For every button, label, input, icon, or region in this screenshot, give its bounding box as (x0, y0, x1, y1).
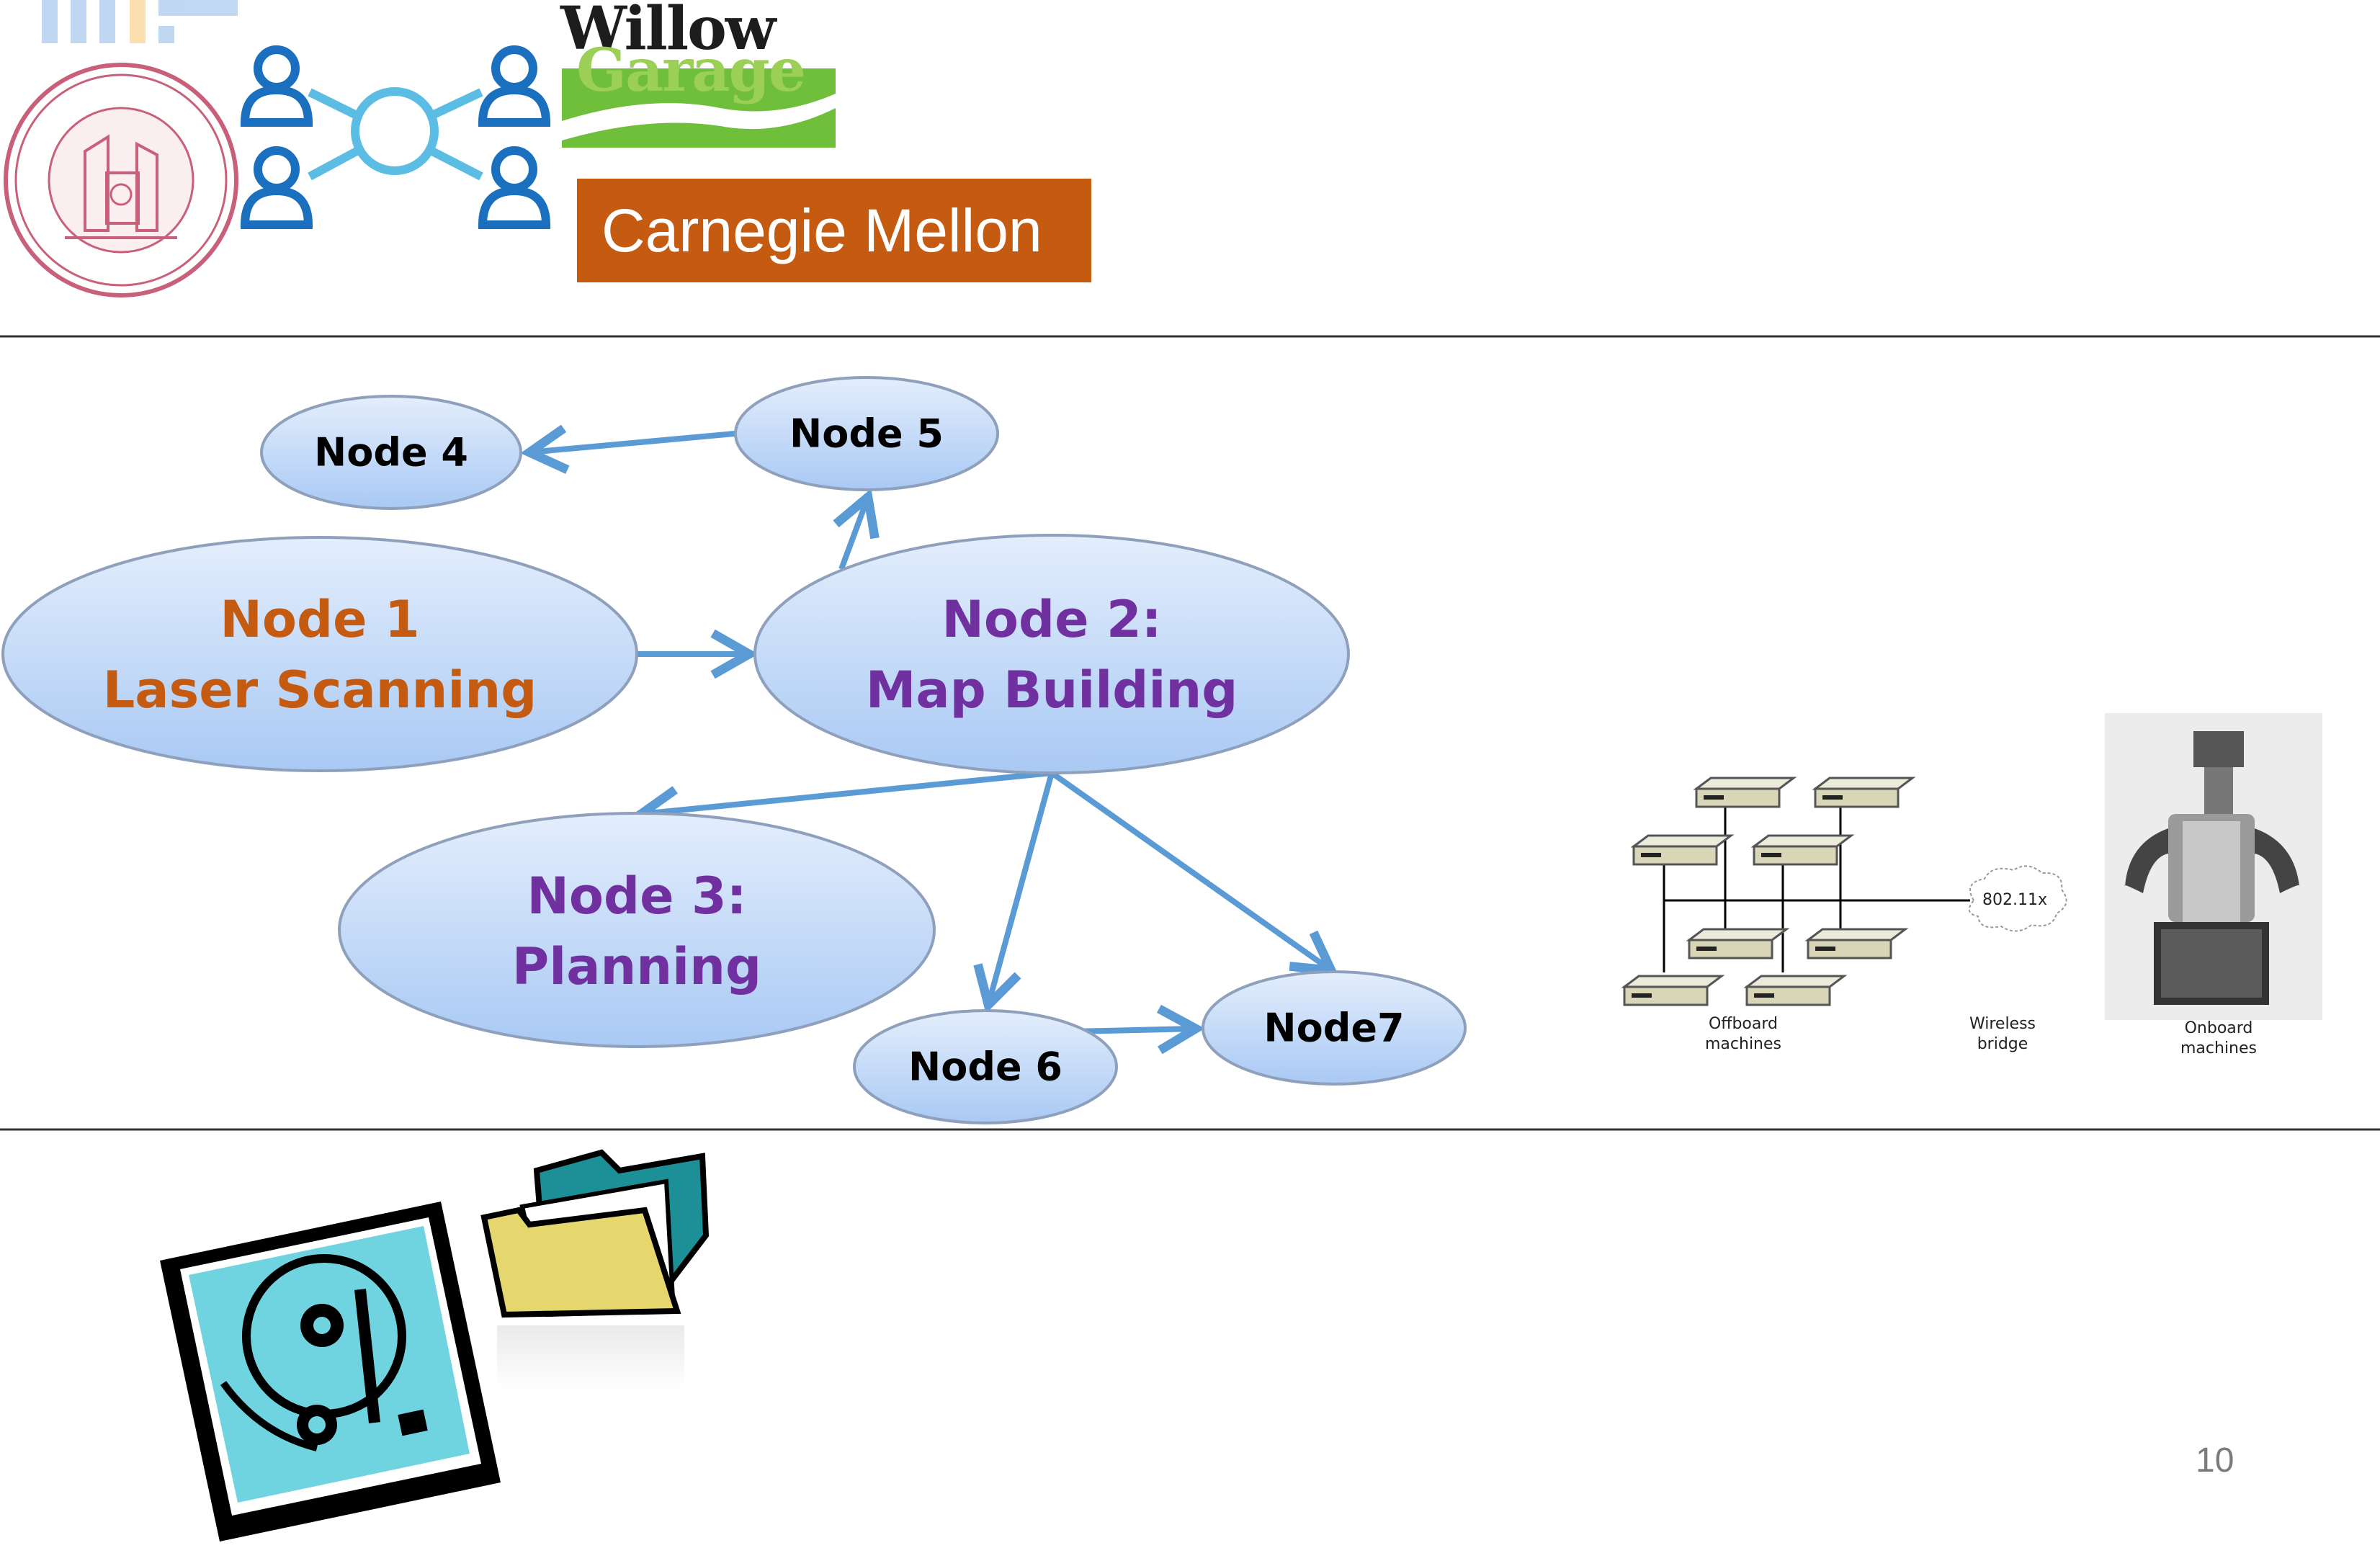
wireless-label-line2: bridge (1977, 1035, 2028, 1053)
server-icon (1630, 834, 1735, 866)
node1-ellipse (1, 536, 638, 772)
node6-ellipse (853, 1009, 1118, 1124)
onboard-label-line2: machines (2180, 1039, 2258, 1057)
network-diagram (1621, 777, 2067, 1006)
willow-logo-line2: Garage (576, 36, 806, 105)
edge-node2-node5 (833, 488, 880, 571)
diagram-nodes (1, 376, 1467, 1124)
node3-label-line1: Node 3: (527, 867, 747, 926)
server-icon (1621, 975, 1725, 1006)
page-number: 10 (2196, 1441, 2234, 1480)
server-icons (1621, 777, 1916, 1006)
offboard-label-line1: Offboard (1708, 1015, 1779, 1033)
hard-drive-icon (160, 1202, 501, 1542)
server-icon (1686, 928, 1790, 959)
server-icon (1693, 777, 1797, 808)
node1-label-line2: Laser Scanning (102, 661, 537, 720)
mit-logo-fragment (42, 0, 238, 43)
node6-label: Node 6 (908, 1044, 1062, 1090)
server-icon (1804, 928, 1909, 959)
node2-ellipse (753, 534, 1350, 774)
node7-ellipse (1202, 970, 1467, 1086)
wireless-label-line1: Wireless (1969, 1015, 2036, 1033)
diagram-edges (520, 424, 1339, 1055)
node2-label-line1: Node 2: (941, 590, 1162, 649)
node3-ellipse (338, 812, 936, 1048)
people-network-icon (240, 45, 551, 229)
node5-label: Node 5 (789, 411, 944, 457)
node7-label: Node7 (1263, 1005, 1405, 1051)
offboard-label-line2: machines (1704, 1035, 1782, 1053)
edge-node2-node7 (1050, 770, 1339, 976)
server-icon (1812, 777, 1916, 808)
onboard-label-line1: Onboard (2184, 1019, 2253, 1037)
edge-node6-node7 (1073, 1004, 1205, 1055)
server-icon (1743, 975, 1848, 1006)
edge-node5-node4 (520, 424, 735, 474)
edge-node2-node3 (632, 770, 1052, 836)
server-icon (1750, 834, 1855, 866)
cloud-label: 802.11x (1982, 891, 2047, 909)
edge-node2-node6 (973, 771, 1055, 1014)
node3-label-line2: Planning (511, 937, 762, 996)
node1-label-line1: Node 1 (220, 590, 420, 649)
node4-label: Node 4 (314, 429, 468, 475)
node5-ellipse (734, 376, 999, 491)
willow-garage-logo (562, 68, 836, 148)
node2-label-line2: Map Building (865, 661, 1238, 720)
mit-seal (4, 63, 238, 297)
node4-ellipse (260, 395, 522, 510)
willow-logo-line1: Willow (560, 0, 776, 63)
cloud-icon (1968, 865, 2067, 932)
folder-icon (480, 1149, 710, 1390)
pr2-robot-image (2105, 713, 2322, 1020)
carnegie-mellon-logo: Carnegie Mellon (577, 179, 1091, 282)
